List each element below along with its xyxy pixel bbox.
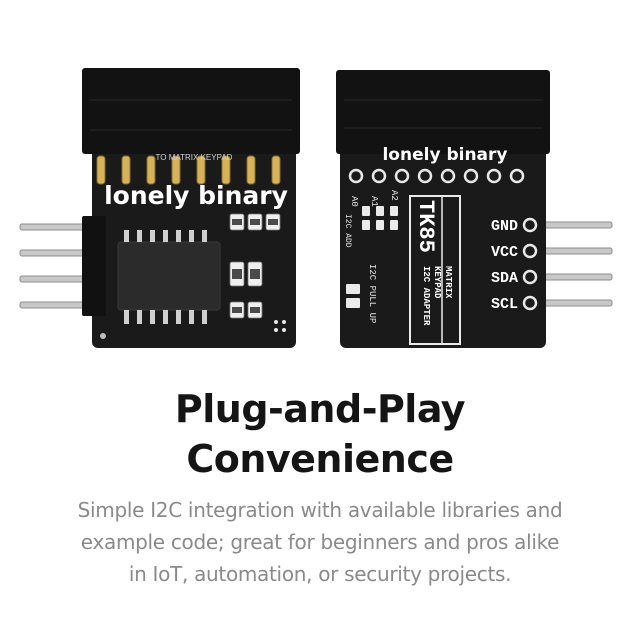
pullup-jumper	[346, 284, 360, 308]
subtitle-line-1: MATRIX	[443, 266, 453, 299]
description-line-3: in IoT, automation, or security projects…	[128, 562, 512, 586]
pin-label-scl: SCL	[491, 296, 518, 313]
left-header-label: TO MATRIX KEYPAD	[156, 153, 233, 162]
address-label-a2: A2	[389, 190, 399, 201]
subtitle-line-2: KEYPAD	[432, 266, 442, 299]
address-jumper-pads	[362, 206, 398, 230]
right-board: lonely binary A0 A1 A2 I2C ADD TK85 MATR…	[336, 70, 613, 348]
right-pcb	[340, 146, 546, 348]
headline-line-1: Plug-and-Play	[174, 387, 466, 431]
subtitle-line-3: I2C ADAPTER	[421, 266, 431, 326]
left-ic-chip	[117, 241, 221, 311]
pullup-label: I2C PULL UP	[367, 264, 377, 323]
right-pad-row	[348, 168, 525, 184]
pin-label-sda: SDA	[491, 270, 518, 287]
left-pin-spacer	[82, 216, 106, 316]
description-line-2: example code; great for beginners and pr…	[80, 530, 560, 554]
left-female-header	[82, 68, 300, 154]
left-board: TO MATRIX KEYPAD lonely binary	[19, 68, 300, 348]
description: Simple I2C integration with available li…	[40, 494, 600, 590]
right-female-header	[336, 70, 550, 154]
model-label: TK85	[413, 200, 438, 253]
right-brand-text: lonely binary	[382, 145, 507, 165]
right-header-pins	[539, 221, 613, 307]
headline: Plug-and-Play Convenience	[0, 384, 640, 484]
product-photos: TO MATRIX KEYPAD lonely binary	[19, 68, 613, 348]
left-dots	[100, 320, 286, 339]
model-box	[409, 195, 461, 345]
pin-label-gnd: GND	[491, 218, 518, 235]
left-brand-text: lonely binary	[104, 181, 288, 210]
left-solder-pins	[96, 155, 281, 185]
right-pin-pads	[522, 217, 538, 311]
description-line-1: Simple I2C integration with available li…	[77, 498, 563, 522]
address-label-a1: A1	[369, 196, 379, 207]
pin-label-vcc: VCC	[491, 244, 518, 261]
left-ic-legs	[124, 230, 207, 324]
address-label-a0: A0	[349, 196, 359, 207]
i2c-add-label: I2C ADD	[343, 214, 352, 248]
headline-line-2: Convenience	[186, 437, 454, 481]
